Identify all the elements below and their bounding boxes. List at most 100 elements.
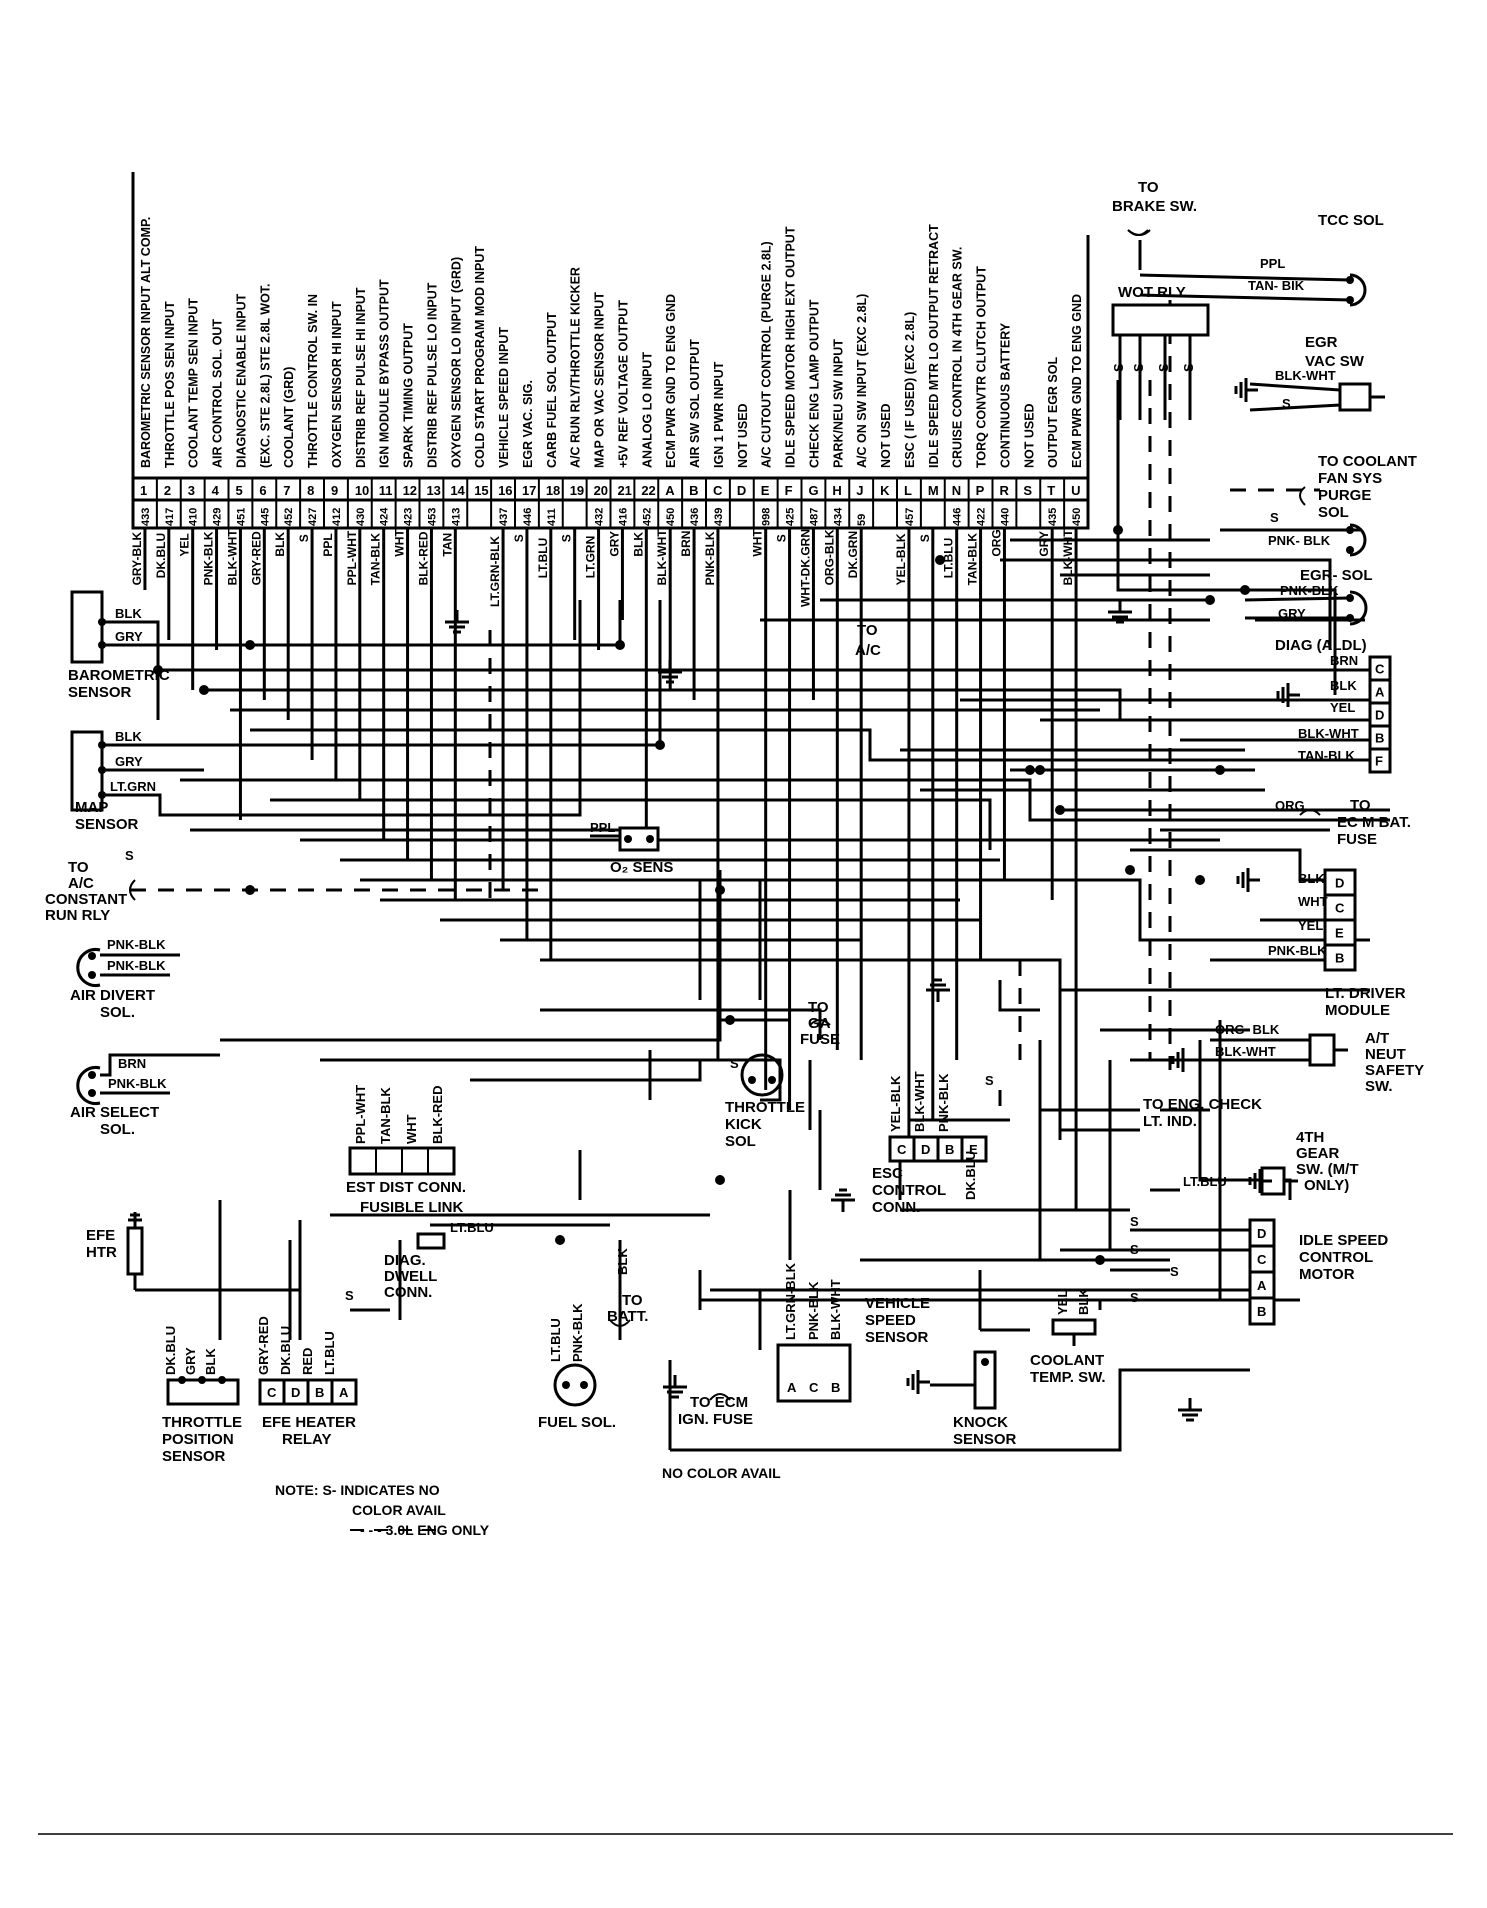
pin-wire-color-T: GRY [1037,531,1051,557]
wire-label-purge-s: S [1270,510,1279,525]
wire-label-diag-blkwht: BLK-WHT [1298,726,1359,741]
pin-wire-color-5: BLK-WHT [225,529,239,586]
to-ecm-ign-fuse-label: TO ECM [690,1394,748,1411]
esc-control-conn-label-2: CONTROL [872,1182,946,1199]
egr-sol-symbol [1244,590,1368,626]
wire-label-esc-pnkblk: PNK-BLK [936,1073,951,1132]
circuit-number: 436 [689,508,701,526]
pin-number: B [689,483,698,498]
wire-label-ltd-pnkblk: PNK-BLK [1268,943,1327,958]
wire-label-ltd-wht: WHT [1298,894,1328,909]
at-neut-label-4: SW. [1365,1078,1393,1095]
efe-pin-D: D [291,1385,300,1400]
knock-sensor-label-2: SENSOR [953,1431,1017,1448]
gear4-sw-label-2: GEAR [1296,1145,1340,1162]
air-select-sol-symbol [76,1066,101,1105]
pin-number: S [1023,483,1032,498]
wire-label-wot-s3: S [1156,363,1171,372]
pin-number: J [856,483,863,498]
pin-function-S: NOT USED [1022,403,1036,468]
to-coolant-fan-label: TO COOLANT [1318,453,1417,470]
component-labels: TO BRAKE SW. TCC SOL WOT RLY EGR VAC SW … [45,179,1424,1465]
wire-label-isc-s3: S [1170,1264,1179,1279]
pin-wire-color-18: LT.BLU [536,538,550,578]
neut-safety-sw-symbol [1190,1033,1348,1067]
tcc-sol-symbol [1139,273,1367,307]
ground-icon [658,660,682,684]
circuit-number: 998 [761,508,773,526]
pin-wire-color-E: WHT [751,529,765,557]
wire-label-cts-blk: BLK [1076,1288,1091,1315]
esc-pin-E: E [969,1142,978,1157]
tps-label-2: POSITION [162,1431,234,1448]
pin-wire-color-20: LT.GRN [584,536,598,578]
circuit-number: 410 [188,508,200,526]
ecm-connector-header: 1433241734104429545164457452842794121043… [130,172,1090,1210]
circuit-number: 440 [999,508,1011,526]
pin-function-F: IDLE SPEED MOTOR HIGH EXT OUTPUT [784,226,798,468]
diag-pin-D: D [1375,708,1384,723]
wire-label-purge-pnkblk: PNK- BLK [1268,533,1331,548]
lt-driver-pin-box [1323,868,1357,897]
pin-function-J: A/C ON SW INPUT (EXC 2.8L) [855,294,869,468]
pin-function-K: NOT USED [879,403,893,468]
fuel-sol-symbol [553,1363,597,1407]
pin-wire-color-J: DK.GRN [846,531,860,578]
pin-function-R: CONTINUOUS BATTERY [998,322,1012,468]
pin-function-15: COLD START PROGRAM MOD INPUT [473,246,487,468]
pin-function-14: OXYGEN SENSOR LO INPUT (GRD) [449,257,463,468]
wire-label-diag-yel: YEL [1330,700,1355,715]
ground-icon [1248,1169,1272,1193]
lt-driver-pin-C: C [1335,901,1345,916]
pin-wire-color-19: S [560,534,574,542]
pin-wire-color-4: PNK-BLK [202,531,216,585]
ground-icon [1276,683,1300,707]
isc-motor-label: IDLE SPEED [1299,1232,1388,1249]
wire-label-ecmbat-org: ORG [1275,798,1305,813]
to-coolant-fan-label-2: FAN SYS [1318,470,1382,487]
pin-wire-color-L: YEL-BLK [894,533,908,585]
to-ga-fuse-label-3: FUSE [800,1031,840,1048]
isc-motor-label-3: MOTOR [1299,1266,1355,1283]
wot-rly-label: WOT RLY [1118,284,1186,301]
pin-wire-color-U: BLK-WHT [1061,529,1075,586]
wire-label-vss-blkwht: BLK-WHT [828,1279,843,1340]
to-ga-fuse-label-2: GA [808,1015,831,1032]
isc-pin-A: A [1257,1278,1267,1293]
wire-label-map-gry: GRY [115,754,143,769]
esc-pin-box [936,1135,964,1163]
pin-number: 17 [522,483,536,498]
to-ac-label: TO [857,622,878,639]
diag-dwell-label-2: DWELL [384,1268,437,1285]
pin-function-6: (EXC. STE 2.8L) STE 2.8L WOT. [258,283,272,468]
wire-label-map-ltgrn: LT.GRN [110,779,156,794]
pin-function-G: CHECK ENG LAMP OUTPUT [807,299,821,468]
wire-label-esc-blkwht: BLK-WHT [912,1071,927,1132]
pin-wire-color-16: LT.GRN-BLK [488,536,502,607]
pin-function-22: ANALOG LO INPUT [640,352,654,468]
wire-label-est-tanblk: TAN-BLK [378,1087,393,1144]
pin-wire-color-17: S [512,534,526,542]
circuit-number: 433 [140,508,152,526]
pin-function-E: A/C CUTOUT CONTROL (PURGE 2.8L) [760,241,774,468]
wot-relay-symbol [1111,303,1210,420]
to-batt-label-2: BATT. [607,1308,648,1325]
pin-number: R [999,483,1009,498]
efe-pin-box [258,1378,286,1406]
pin-function-17: EGR VAC. SIG. [521,380,535,468]
barometric-sensor-label-2: SENSOR [68,684,132,701]
pin-number: H [832,483,841,498]
pin-function-18: CARB FUEL SOL OUTPUT [545,312,559,468]
wire-label-diag-tanblk: TAN-BLK [1298,748,1355,763]
pin-number: 12 [403,483,417,498]
to-ac-relay-label-3: CONSTANT [45,891,127,908]
pin-number: E [761,483,770,498]
gear4-sw-label: 4TH [1296,1129,1324,1146]
tps-label-3: SENSOR [162,1448,226,1465]
isc-pin-B: B [1257,1304,1266,1319]
at-neut-label-3: SAFETY [1365,1062,1424,1079]
pin-number: 13 [426,483,440,498]
